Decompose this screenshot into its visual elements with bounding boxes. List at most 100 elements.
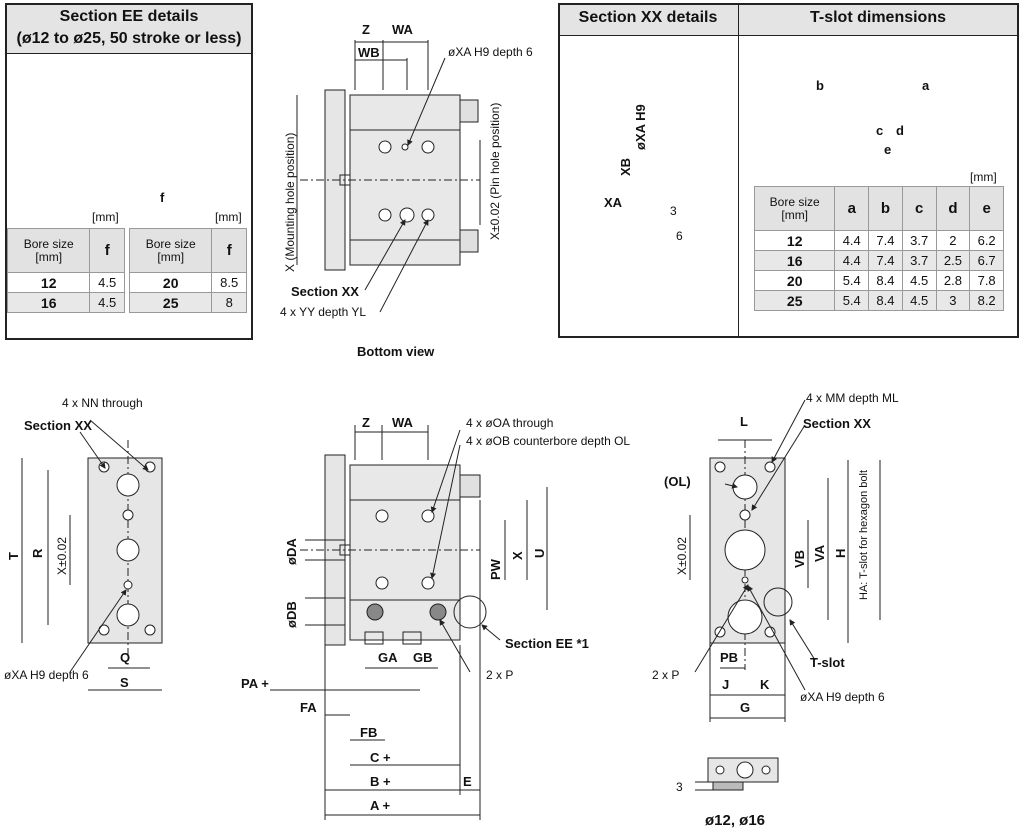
ee-left-hdr-f: f: [89, 228, 125, 273]
tslot-cell: 3.7: [901, 250, 937, 271]
tslot-cell: 20: [753, 270, 836, 291]
tslot-hdr-b: b: [868, 186, 903, 231]
front-k-label: K: [760, 677, 770, 692]
bottom-x-mount-label: X (Mounting hole position): [283, 132, 297, 272]
section-ee-title: Section EE details: [59, 8, 199, 25]
front-tslot-label: T-slot: [810, 655, 845, 670]
ee-right-f-1: 8: [211, 292, 247, 313]
section-ee-dim-f: f: [160, 190, 165, 205]
xx-xa-label: XA: [604, 195, 623, 210]
tslot-cell: 2.8: [935, 270, 971, 291]
tslot-hdr-d: d: [935, 186, 971, 231]
ee-left-f-1: 4.5: [89, 292, 125, 313]
front-dim3-label: 3: [676, 780, 683, 794]
side-u-label: U: [532, 548, 547, 558]
left-q-label: Q: [120, 650, 131, 665]
ee-left-f-0: 4.5: [89, 272, 125, 293]
side-b-label: B +: [370, 774, 391, 789]
left-section-xx-label: Section XX: [24, 418, 92, 433]
tslot-cell: 4.5: [901, 290, 937, 311]
front-h-label: H: [833, 548, 848, 558]
front-p2-label: 2 x P: [652, 668, 680, 682]
ee-left-bore-0: 12: [6, 272, 91, 293]
ee-left-hdr-bore: Bore size[mm]: [6, 228, 91, 273]
tslot-hdr-c: c: [901, 186, 937, 231]
tslot-cell: 6.7: [969, 250, 1004, 271]
xx-dim3-label: 3: [670, 204, 677, 218]
side-a-label: A +: [370, 798, 391, 813]
front-pb-label: PB: [720, 650, 739, 665]
tslot-cell: 8.4: [868, 290, 903, 311]
tslot-dim-c: c: [876, 123, 884, 138]
side-ga-label: GA: [378, 650, 398, 665]
xx-xa-h9-label: øXA H9: [633, 104, 648, 150]
tslot-cell: 7.8: [969, 270, 1004, 291]
front-bores-label: ø12, ø16: [705, 812, 766, 829]
ee-right-bore-1: 25: [128, 292, 213, 313]
tslot-cell: 5.4: [834, 270, 870, 291]
front-j-label: J: [722, 677, 730, 692]
tslot-dim-e: e: [884, 142, 892, 157]
ee-right-f-0: 8.5: [211, 272, 247, 293]
front-ol-label: (OL): [664, 474, 691, 489]
tslot-cell: 16: [753, 250, 836, 271]
tslot-cell: 8.4: [868, 270, 903, 291]
front-section-xx-label: Section XX: [803, 416, 871, 431]
side-view-drawing: [270, 425, 548, 820]
tslot-cell: 2.5: [935, 250, 971, 271]
side-p2-label: 2 x P: [486, 668, 514, 682]
bottom-z-label: Z: [362, 22, 370, 37]
side-section-ee-label: Section EE *1: [505, 636, 589, 651]
tslot-cell: 4.5: [901, 270, 937, 291]
left-s-label: S: [120, 675, 129, 690]
side-fa-label: FA: [300, 700, 317, 715]
tslot-hdr-a: a: [834, 186, 870, 231]
tslot-hdr-bore: Bore size[mm]: [753, 186, 836, 231]
tslot-cell: 12: [753, 230, 836, 251]
front-ha-label: HA: T-slot for hexagon bolt: [858, 469, 870, 600]
tslot-dim-b: b: [816, 78, 824, 93]
side-ob-note: 4 x øOB counterbore depth OL: [466, 434, 631, 448]
ee-right-hdr-bore: Bore size[mm]: [128, 228, 213, 273]
left-r-label: R: [30, 548, 45, 558]
front-va-label: VA: [812, 544, 827, 562]
bottom-view-caption: Bottom view: [357, 344, 435, 359]
side-pw-label: PW: [488, 559, 503, 580]
tslot-cell: 7.4: [868, 230, 903, 251]
tslot-cell: 6.2: [969, 230, 1004, 251]
section-ee-header: [7, 5, 251, 54]
front-l-label: L: [740, 414, 748, 429]
side-db-label: øDB: [284, 601, 299, 628]
bottom-x-pin-label: X±0.02 (Pin hole position): [488, 102, 502, 240]
tslot-cell: 3: [935, 290, 971, 311]
bottom-wa-label: WA: [392, 22, 413, 37]
side-da-label: øDA: [284, 538, 299, 565]
xx-dim6-label: 6: [676, 229, 683, 243]
front-vb-label: VB: [792, 549, 807, 568]
left-xa-note: øXA H9 depth 6: [4, 668, 89, 682]
tslot-cell: 5.4: [834, 290, 870, 311]
side-gb-label: GB: [413, 650, 433, 665]
left-x-label: X±0.02: [55, 537, 69, 575]
tslot-cell: 4.4: [834, 250, 870, 271]
side-x-label: X: [510, 551, 525, 560]
side-e-label: E: [463, 774, 472, 789]
front-mm-note: 4 x MM depth ML: [806, 391, 899, 405]
tslot-cell: 8.2: [969, 290, 1004, 311]
section-xx-title: Section XX details: [578, 9, 718, 26]
tslot-cell: 3.7: [901, 230, 937, 251]
tslot-dim-d: d: [896, 123, 904, 138]
left-view-drawing: [21, 419, 163, 691]
panel-divider: [738, 5, 739, 336]
front-x-label: X±0.02: [675, 537, 689, 575]
left-t-label: T: [6, 552, 21, 560]
tslot-cell: 2: [935, 230, 971, 251]
tslot-hdr-e: e: [969, 186, 1004, 231]
